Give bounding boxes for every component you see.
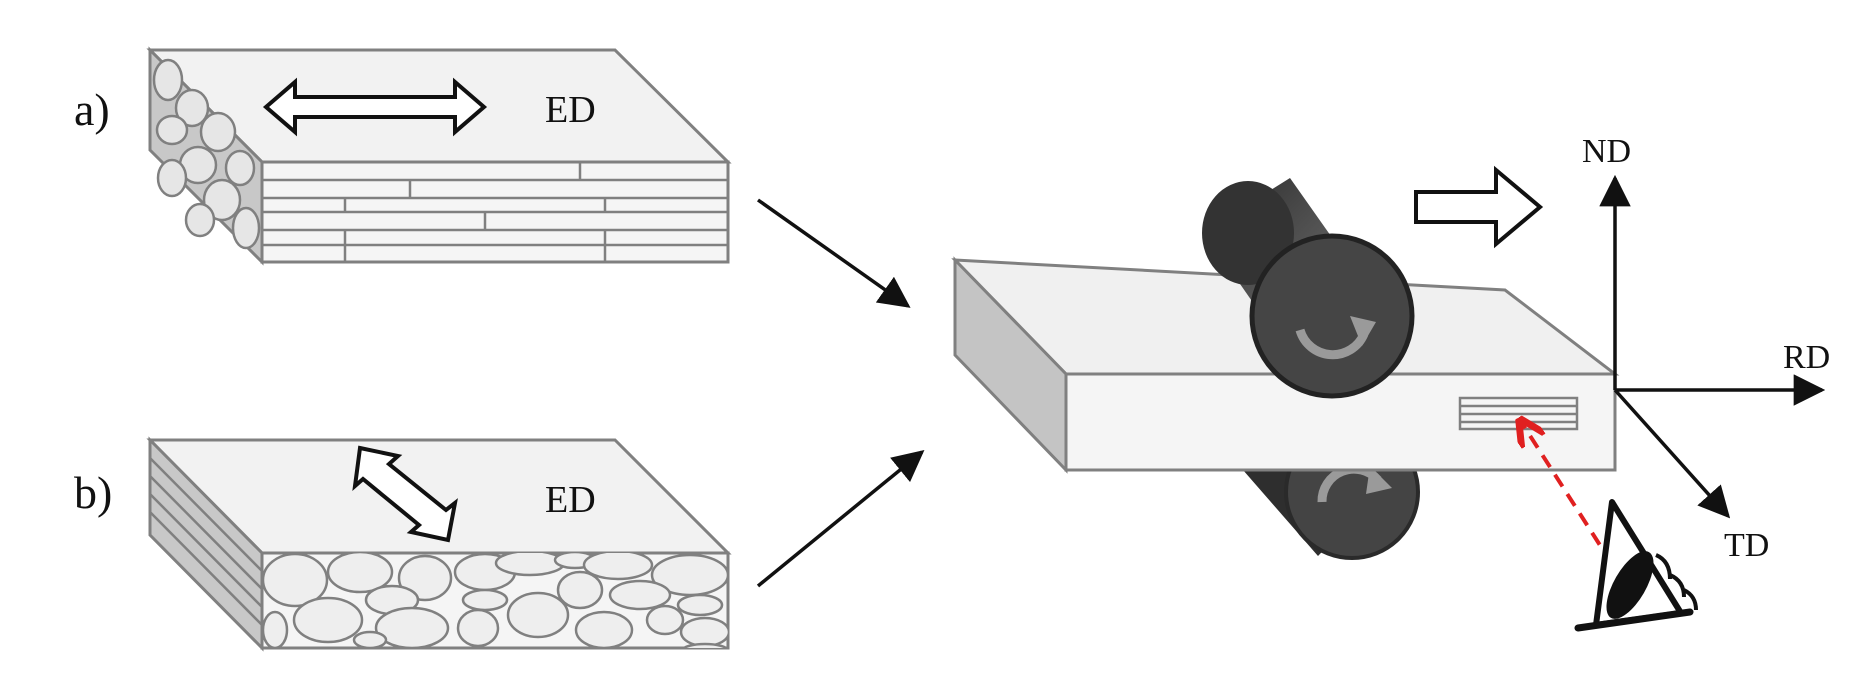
panel-b: b) [74, 436, 732, 652]
slab-a-lamellae [262, 162, 728, 262]
ed-label-a: ED [545, 89, 596, 131]
panel-b-label: b) [74, 467, 112, 518]
slab-b-side-layers [149, 457, 263, 626]
arrow-b-to-rolling [756, 450, 925, 588]
panel-a: a) [74, 46, 732, 266]
sample-window [1458, 396, 1579, 431]
slab-a-side-grains [152, 58, 261, 250]
ed-label-b: ED [545, 479, 596, 521]
rotation-arrow-icon [1295, 316, 1376, 360]
upper-roll [1202, 178, 1415, 399]
slab-b [146, 436, 732, 652]
td-label: TD [1724, 527, 1769, 564]
rolling-mill [951, 178, 1620, 560]
hollow-arrow-icon [1414, 165, 1544, 249]
eye-icon [1574, 499, 1698, 632]
sight-line [1520, 420, 1614, 566]
panel-a-label: a) [74, 84, 110, 135]
rd-label: RD [1783, 339, 1830, 376]
axes [1599, 174, 1826, 519]
nd-label: ND [1582, 133, 1631, 170]
td-axis [1613, 388, 1731, 519]
slab-b-grains [261, 553, 728, 648]
double-arrow-icon [352, 445, 458, 543]
arrow-a-to-rolling [756, 198, 911, 308]
double-arrow-icon [262, 77, 488, 137]
slab-a [146, 46, 732, 266]
